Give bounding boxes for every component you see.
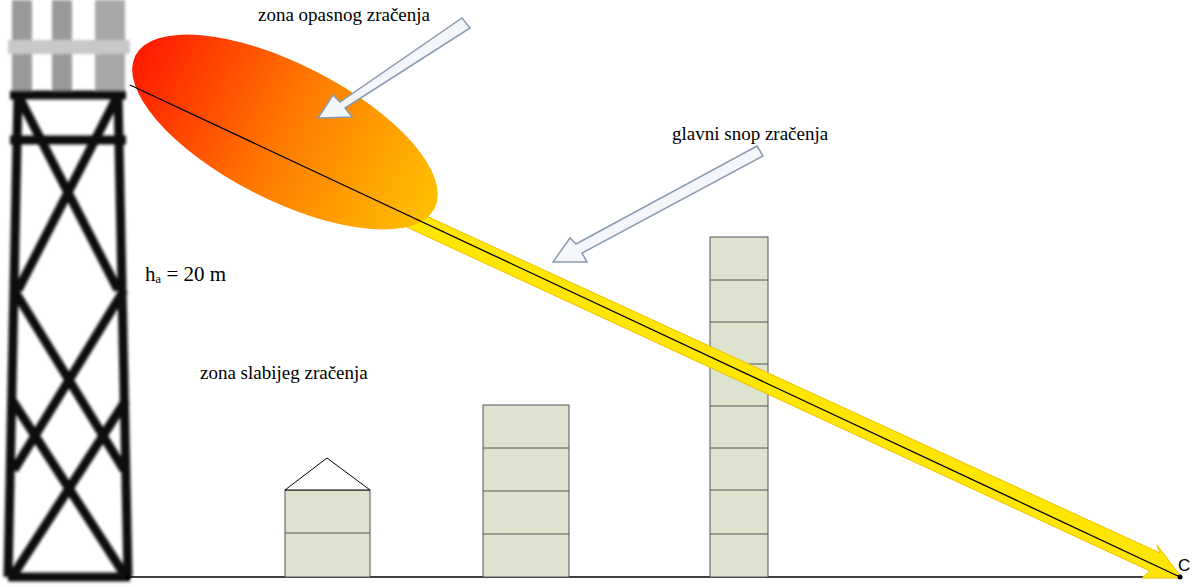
danger-zone — [104, 0, 465, 269]
beam-axis — [130, 85, 1180, 577]
height-label: hₐ = 20 m — [145, 262, 226, 286]
point-label: C — [1178, 556, 1190, 576]
callout-arrow — [318, 18, 470, 118]
zone-label: zona opasnog zračenja — [258, 4, 430, 26]
beam-label: glavni snop zračenja — [672, 123, 828, 145]
ground-point — [126, 575, 131, 580]
antenna-tower — [8, 0, 130, 577]
point-c — [1178, 575, 1183, 580]
buildings — [285, 237, 768, 577]
zone-label: zona slabijeg zračenja — [200, 362, 368, 384]
callout-arrow — [553, 146, 763, 262]
